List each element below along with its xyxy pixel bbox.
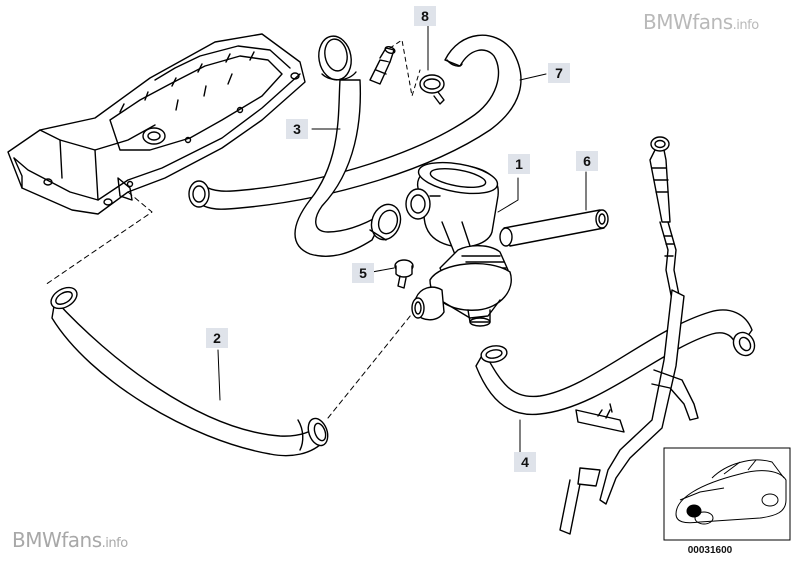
pipe-6 <box>499 209 609 247</box>
inset-code: 00031600 <box>687 545 733 556</box>
callout-2[interactable]: 2 <box>206 328 228 348</box>
oil-separator-valve <box>405 161 512 327</box>
hose-4 <box>475 309 756 416</box>
callout-8[interactable]: 8 <box>414 6 436 26</box>
dipstick <box>559 136 699 535</box>
small-pipe <box>369 46 396 85</box>
valve-cover <box>7 33 306 215</box>
callout-1[interactable]: 1 <box>508 154 530 174</box>
callout-5[interactable]: 5 <box>352 263 374 283</box>
hose-3 <box>294 35 402 257</box>
location-inset <box>663 447 791 541</box>
callout-4[interactable]: 4 <box>514 452 536 472</box>
bolt-5 <box>394 259 414 289</box>
callout-6[interactable]: 6 <box>576 151 598 171</box>
callout-3[interactable]: 3 <box>286 119 308 139</box>
hose-7 <box>188 34 522 210</box>
clamp-8 <box>419 74 445 105</box>
callout-7[interactable]: 7 <box>548 63 570 83</box>
watermark-top: BMWfans.info <box>643 10 759 34</box>
hose-2 <box>50 286 329 457</box>
watermark-bottom: BMWfans.info <box>12 528 128 552</box>
